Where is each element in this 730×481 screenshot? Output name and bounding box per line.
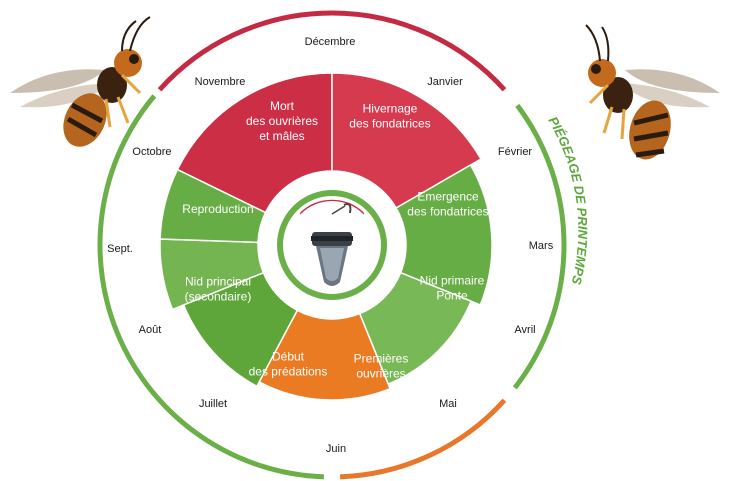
early-summer-ring-arc <box>340 398 507 480</box>
spring-ring-arc <box>512 103 567 390</box>
segment-label-nid-principal: Nid principal(secondaire) <box>185 275 252 304</box>
center-hub <box>272 185 392 305</box>
phase-segments <box>159 72 493 401</box>
month-aout: Août <box>139 324 162 336</box>
month-juillet: Juillet <box>199 398 227 410</box>
hornet-left-icon <box>10 16 151 147</box>
winter-ring-arc <box>157 10 507 92</box>
segment-mort <box>176 72 333 214</box>
month-juin: Juin <box>326 443 346 455</box>
month-fevrier: Février <box>498 146 533 158</box>
month-janvier: Janvier <box>427 76 463 88</box>
month-mars: Mars <box>529 240 554 252</box>
spring-trapping-label: PIÉGEAGE DE PRINTEMPS <box>545 114 590 286</box>
segment-label-reproduction: Reproduction <box>182 202 253 216</box>
summer-autumn-ring-arc <box>97 94 324 480</box>
month-octobre: Octobre <box>132 146 171 158</box>
hornet-right-icon <box>585 24 720 160</box>
month-novembre: Novembre <box>195 76 246 88</box>
trap-icon <box>311 203 353 286</box>
segment-reproduction <box>159 168 267 244</box>
month-sept: Sept. <box>107 243 133 255</box>
outer-month-ring <box>97 10 567 480</box>
segment-hivernage <box>331 72 482 210</box>
month-decembre: Décembre <box>305 36 356 48</box>
month-mai: Mai <box>439 398 457 410</box>
segment-emergence <box>395 163 493 306</box>
month-avril: Avril <box>514 324 535 336</box>
